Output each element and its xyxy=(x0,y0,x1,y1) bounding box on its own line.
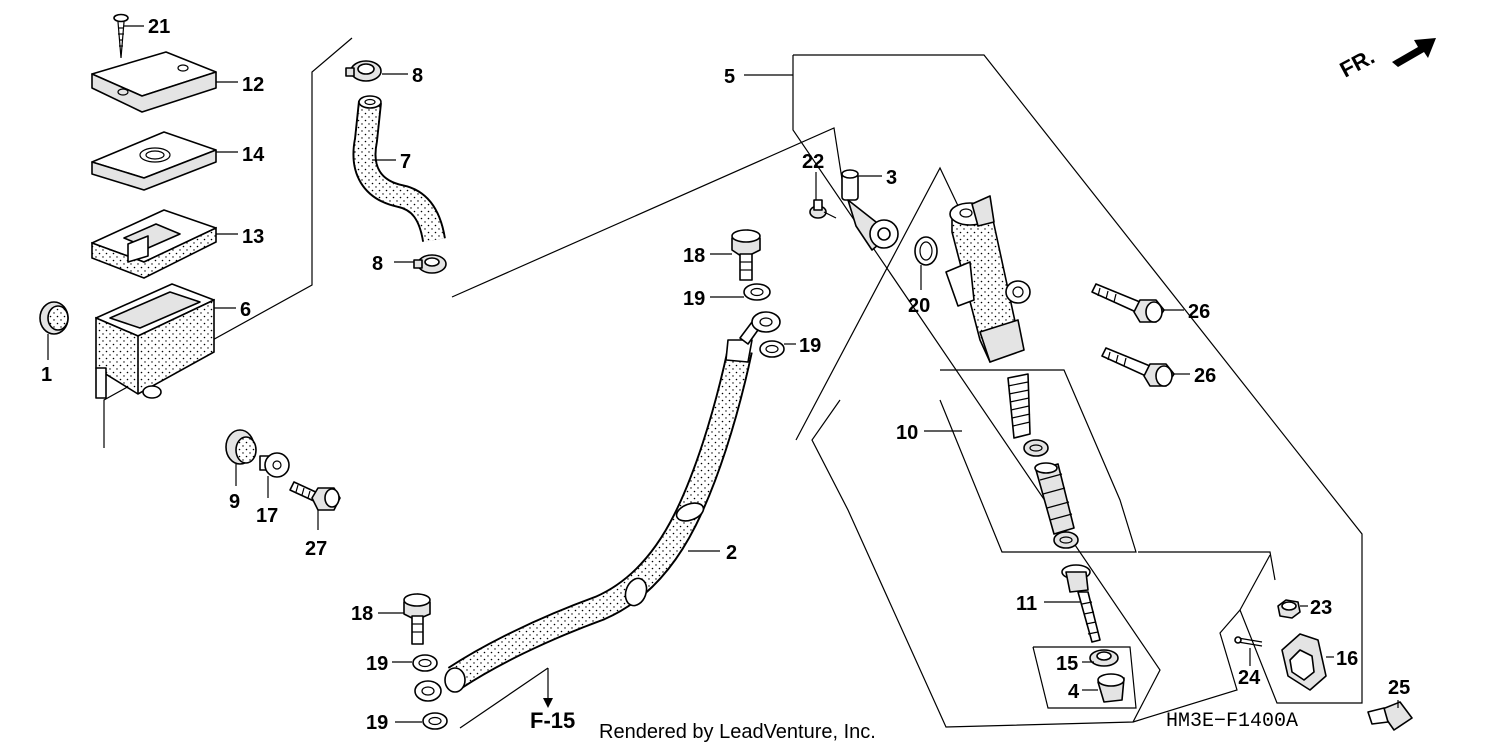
part-oring-20 xyxy=(914,236,938,266)
callout-7: 7 xyxy=(400,151,411,173)
part-bolt-27 xyxy=(289,481,341,511)
part-bolt-18-top xyxy=(731,229,761,281)
part-cover-12 xyxy=(91,51,217,113)
callout-1: 1 xyxy=(41,364,52,386)
part-master-cylinder-5 xyxy=(945,195,1031,364)
callout-19-d: 19 xyxy=(366,712,388,734)
callout-4: 4 xyxy=(1068,681,1080,703)
part-reservoir-6 xyxy=(95,283,215,399)
part-diaphragm-13 xyxy=(91,209,217,279)
diagram-code: HM3E−F1400A xyxy=(1166,710,1298,733)
front-marker: FR. xyxy=(1336,38,1436,82)
front-marker-label: FR. xyxy=(1336,44,1379,83)
part-bleeder-22 xyxy=(809,199,837,219)
part-washer-19-a xyxy=(743,283,771,301)
callout-8-bottom: 8 xyxy=(372,253,383,275)
callout-26-top: 26 xyxy=(1188,301,1210,323)
callout-3: 3 xyxy=(886,167,897,189)
callout-27: 27 xyxy=(305,538,327,560)
part-washer-19-b xyxy=(759,340,785,358)
part-clip-25 xyxy=(1367,701,1413,731)
credit-text: Rendered by LeadVenture, Inc. xyxy=(599,721,876,743)
callout-21: 21 xyxy=(148,16,170,38)
callout-18-top: 18 xyxy=(683,245,705,267)
part-washer-19-d xyxy=(422,712,448,730)
callout-15: 15 xyxy=(1056,653,1078,675)
callout-20: 20 xyxy=(908,295,930,317)
part-pin-24 xyxy=(1234,636,1263,647)
callout-14: 14 xyxy=(242,144,265,166)
callout-19-b: 19 xyxy=(799,335,821,357)
callout-19-a: 19 xyxy=(683,288,705,310)
part-push-rod-11 xyxy=(1061,564,1101,643)
reference-arrow-icon xyxy=(543,698,553,708)
callout-19-c: 19 xyxy=(366,653,388,675)
callout-10: 10 xyxy=(896,422,918,444)
callout-25: 25 xyxy=(1388,677,1410,699)
callout-2: 2 xyxy=(726,542,737,564)
reference-label: F-15 xyxy=(530,708,575,733)
front-arrow-icon xyxy=(1392,38,1436,67)
part-piston-kit-10 xyxy=(1007,373,1079,549)
part-joint-3 xyxy=(841,169,899,251)
callout-13: 13 xyxy=(242,226,264,248)
callout-18-bottom: 18 xyxy=(351,603,373,625)
callout-6: 6 xyxy=(240,299,251,321)
part-holder-16 xyxy=(1281,633,1327,691)
part-bolt-26-bottom xyxy=(1101,347,1175,387)
part-boot-4 xyxy=(1097,673,1125,703)
part-clamp-8-bottom xyxy=(413,254,447,274)
part-collar-17 xyxy=(259,452,290,478)
part-screw-21 xyxy=(113,13,129,59)
part-plate-14 xyxy=(91,131,217,191)
leader-lines xyxy=(47,25,1399,729)
part-nut-15 xyxy=(1089,649,1119,667)
callout-16: 16 xyxy=(1336,648,1358,670)
callout-22: 22 xyxy=(802,151,824,173)
part-grommet-1 xyxy=(39,301,69,335)
callout-17: 17 xyxy=(256,505,278,527)
part-brake-hose-2 xyxy=(414,311,781,702)
part-washer-19-c xyxy=(412,654,438,672)
part-bolt-18-bottom xyxy=(403,593,431,645)
callout-26-bottom: 26 xyxy=(1194,365,1216,387)
callout-9: 9 xyxy=(229,491,240,513)
part-nut-23 xyxy=(1277,599,1301,619)
part-hose-7 xyxy=(352,95,446,243)
callout-labels: 21 12 14 13 6 1 8 7 8 5 22 3 18 19 19 20… xyxy=(41,16,1410,734)
callout-23: 23 xyxy=(1310,597,1332,619)
callout-5: 5 xyxy=(724,66,735,88)
callout-11: 11 xyxy=(1016,593,1037,615)
callout-12: 12 xyxy=(242,74,264,96)
callout-8-top: 8 xyxy=(412,65,423,87)
callout-24: 24 xyxy=(1238,667,1261,689)
part-grommet-9 xyxy=(225,429,257,465)
part-bolt-26-top xyxy=(1091,283,1165,323)
part-clamp-8-top xyxy=(345,60,382,82)
